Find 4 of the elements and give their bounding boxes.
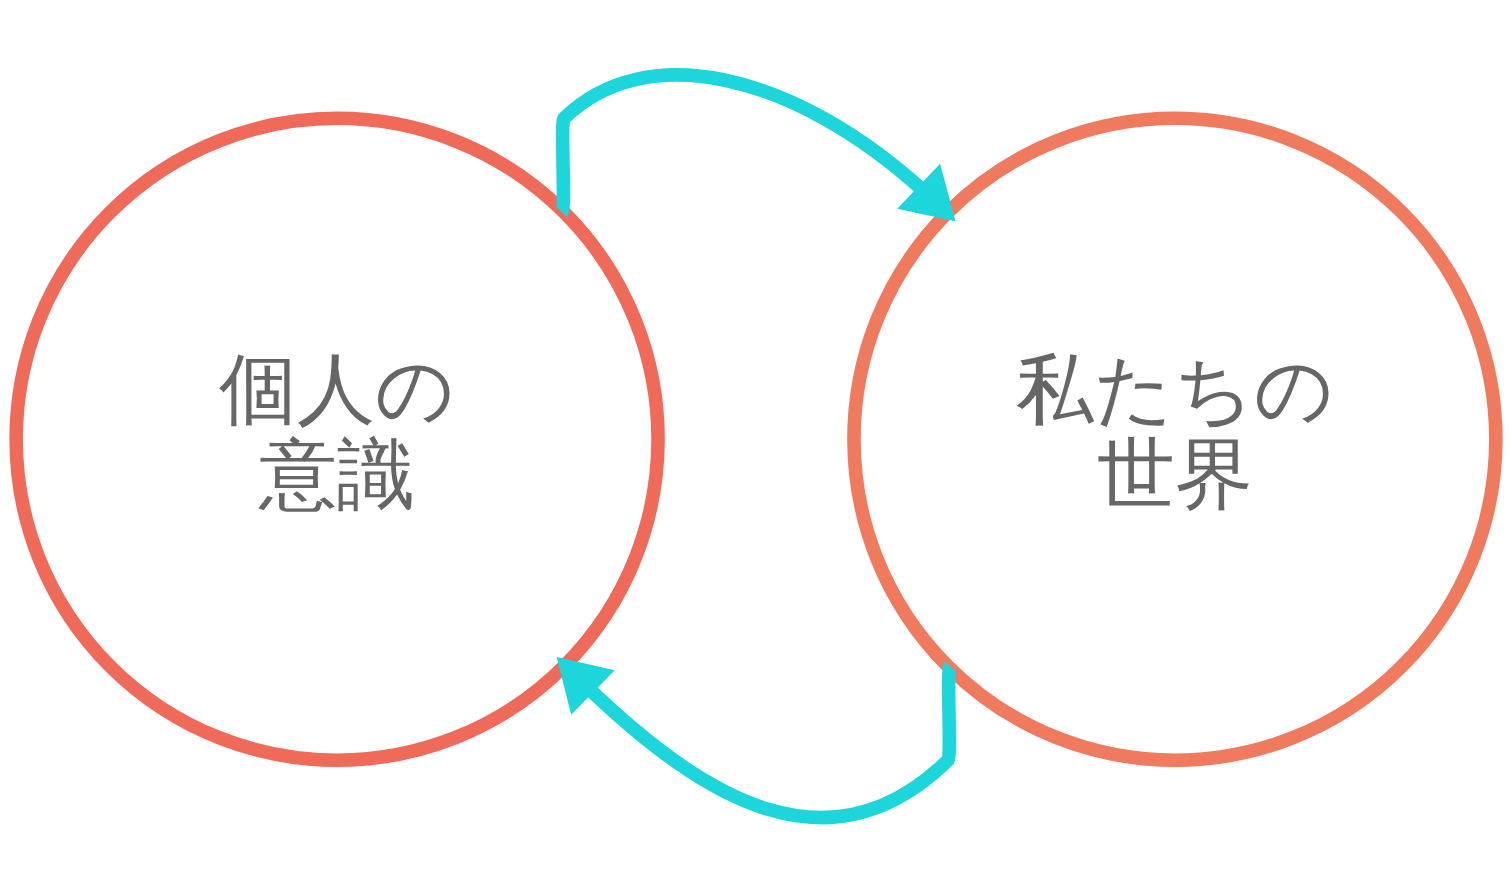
arrow [555, 68, 956, 221]
node-circle: 私たちの世界 [847, 111, 1503, 767]
arrow [556, 656, 957, 824]
node-circle: 個人の意識 [9, 111, 665, 767]
